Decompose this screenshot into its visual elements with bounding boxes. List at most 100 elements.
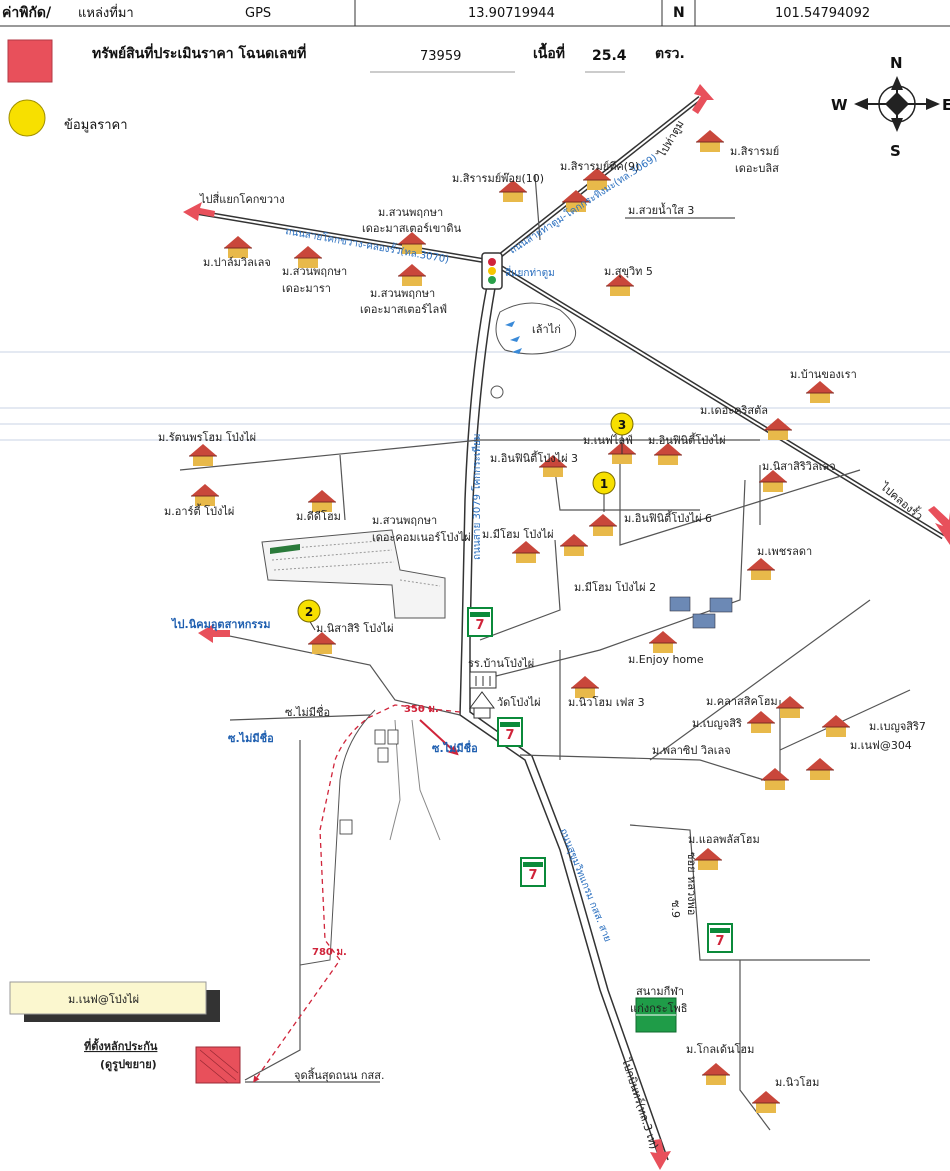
- compass-w: W: [831, 96, 848, 114]
- compass-n: N: [890, 54, 903, 72]
- traffic-light-icon: [481, 252, 503, 290]
- soi-label-2: ซ.ไม่มีชื่อ: [228, 730, 274, 745]
- svg-text:ม.ดีดีโฮม: ม.ดีดีโฮม: [296, 509, 341, 523]
- temple-icon: [469, 691, 495, 719]
- deed-number: 73959: [420, 49, 461, 64]
- lake-label: เล้าไก่: [532, 323, 561, 336]
- distance-780: 780 ม.: [312, 947, 347, 958]
- road-label-to-kokkwang: ไปสี่แยกโคกขวาง: [199, 191, 285, 206]
- svg-text:เดอะมาสเตอร์ไลฟ์: เดอะมาสเตอร์ไลฟ์: [360, 303, 447, 316]
- area-label: เนื้อที่: [533, 42, 565, 62]
- roads: [0, 84, 950, 1170]
- price-info-label: ข้อมูลราคา: [64, 118, 128, 133]
- seven-eleven-icon: [707, 923, 733, 953]
- coord-label: ค่าพิกัด/: [2, 5, 52, 21]
- svg-text:ม.Enjoy home: ม.Enjoy home: [628, 653, 704, 666]
- price-marker-2: 2: [297, 599, 321, 631]
- svg-text:ม.สิรารมย์: ม.สิรารมย์: [730, 145, 779, 158]
- svg-text:ม.เบญจสิริ7: ม.เบญจสิริ7: [869, 720, 926, 733]
- svg-text:ม.อินฟินิตี้โป่งไผ่ 6: ม.อินฟินิตี้โป่งไผ่ 6: [624, 510, 712, 525]
- subject-legend: ม.เนฟ@โป่งไผ่ ที่ตั้งหลักประกัน (ดูรูปขย…: [9, 981, 241, 1084]
- svg-text:3: 3: [618, 418, 626, 432]
- svg-text:ม.เดอะคริสตัล: ม.เดอะคริสตัล: [700, 404, 768, 417]
- distance-350: 350 ม.: [404, 704, 439, 715]
- asset-legend-swatch: [7, 39, 53, 83]
- soi-label-1: ซ.ไม่มีชื่อ: [285, 704, 330, 719]
- svg-text:ม.มีโฮม โป่งไผ่: ม.มีโฮม โป่งไผ่: [482, 527, 554, 541]
- price-marker-1: 1: [592, 471, 616, 512]
- row-buildings: [339, 729, 399, 835]
- asset-label: ทรัพย์สินที่ประเมินราคา โฉนดเลขที่: [92, 43, 306, 62]
- price-legend-marker: [8, 99, 46, 137]
- svg-text:ม.รัตนพรโฮม โป่งไผ่: ม.รัตนพรโฮม โป่งไผ่: [158, 430, 256, 444]
- svg-text:ม.แอลพลัสโฮม: ม.แอลพลัสโฮม: [688, 832, 760, 846]
- road-label-south: ถนนสุขุมวิทแกรม กสส. สาย: [557, 827, 613, 944]
- asset-legend-row: ทรัพย์สินที่ประเมินราคา โฉนดเลขที่ 73959…: [7, 39, 685, 83]
- svg-text:เดอะคอมเนอร์โป่งไผ่: เดอะคอมเนอร์โป่งไผ่: [372, 530, 471, 544]
- lat-dir: N: [673, 5, 685, 21]
- school-icon: [469, 671, 497, 689]
- svg-text:ม.คลาสสิคโฮม: ม.คลาสสิคโฮม: [706, 694, 778, 708]
- end-road-label: จุดสิ้นสุดถนน กสส.: [294, 1067, 384, 1082]
- compass-s: S: [890, 142, 901, 160]
- buildings-icon: [669, 596, 733, 629]
- svg-text:ม.สุขุวิท 5: ม.สุขุวิท 5: [604, 265, 653, 278]
- svg-text:ม.สิรารมย์ทีค(9): ม.สิรารมย์ทีค(9): [560, 160, 639, 173]
- road-label-to-top: ไปท่าตูม: [655, 118, 687, 160]
- svg-text:ม.บ้านของเรา: ม.บ้านของเรา: [790, 368, 857, 381]
- subject-name: ม.เนฟ@โป่งไผ่: [68, 992, 139, 1006]
- svg-text:ม.โกลเด้นโฮม: ม.โกลเด้นโฮม: [686, 1042, 754, 1056]
- stadium-label: สนามกีฬา: [636, 985, 684, 998]
- seven-eleven-icon: [467, 607, 493, 637]
- temple-label: วัดโป่งไผ่: [497, 695, 541, 709]
- svg-text:ม.นิวโฮม: ม.นิวโฮม: [775, 1075, 819, 1089]
- area-unit: ตรว.: [655, 46, 685, 62]
- svg-text:ม.อาร์ตี้ โป่งไผ่: ม.อาร์ตี้ โป่งไผ่: [164, 503, 234, 518]
- subject-location-sub: (ดูรูปขยาย): [100, 1058, 157, 1072]
- svg-text:ม.นิวโฮม เฟส 3: ม.นิวโฮม เฟส 3: [568, 695, 645, 709]
- svg-text:ม.เบญจสิริ: ม.เบญจสิริ: [692, 717, 742, 730]
- area-value: 25.4: [592, 48, 627, 64]
- svg-text:ม.มีโฮม โป่งไผ่ 2: ม.มีโฮม โป่งไผ่ 2: [574, 580, 656, 594]
- svg-text:เดอะบลิส: เดอะบลิส: [735, 162, 779, 175]
- seven-eleven-icon: [520, 857, 546, 887]
- subject-location-label: ที่ตั้งหลักประกัน: [84, 1038, 158, 1053]
- header-table: ค่าพิกัด/ แหล่งที่มา GPS 13.90719944 N 1…: [0, 0, 950, 27]
- svg-text:ม.พลาซิป วิลเลจ: ม.พลาซิป วิลเลจ: [652, 744, 731, 757]
- soi-phlu-label: ซอย หลวงพ่อ: [685, 852, 698, 915]
- svg-text:ม.สวนพฤกษา: ม.สวนพฤกษา: [282, 265, 347, 278]
- soi-label-3: ซ.ไม่มีชื่อ: [432, 740, 478, 755]
- svg-text:2: 2: [305, 605, 313, 619]
- compass-e: E: [942, 96, 950, 114]
- svg-text:ม.สิรารมย์พ๊อย(10): ม.สิรารมย์พ๊อย(10): [452, 172, 544, 185]
- sai3-label: ม.สวยน้ำใส 3: [628, 202, 694, 217]
- road-label-industrial: ไป.นิคมอุตสาหกรรม: [170, 617, 270, 632]
- seven-eleven-icon: [497, 717, 523, 747]
- svg-text:ม.สวนพฤกษา: ม.สวนพฤกษา: [372, 514, 437, 527]
- price-marker-3: 3: [610, 412, 634, 454]
- source-value: GPS: [245, 6, 271, 21]
- village-labels: ม.สิรารมย์พ๊อย(10) ม.สิรารมย์ทีค(9) ม.สิ…: [158, 145, 926, 1089]
- svg-text:ม.สวนพฤกษา: ม.สวนพฤกษา: [370, 287, 435, 300]
- svg-text:เดอะมาสเตอร์เขาดิน: เดอะมาสเตอร์เขาดิน: [362, 222, 462, 235]
- road-label-main: ถนนสาย 3079 โคกกระเทียม: [470, 434, 483, 560]
- lat-value: 13.90719944: [468, 6, 555, 21]
- svg-text:ม.เพชรลดา: ม.เพชรลดา: [757, 545, 812, 558]
- svg-text:1: 1: [600, 477, 608, 491]
- svg-text:ม.อินฟินิตี้โป่งไผ่: ม.อินฟินิตี้โป่งไผ่: [648, 432, 726, 447]
- school-label: รร.บ้านโป่งไผ่: [468, 656, 534, 670]
- road-label-to-bottom: ไปกบินทร์(ทล.3 เท): [619, 1056, 661, 1151]
- svg-text:ม.เนฟไลฟ์: ม.เนฟไลฟ์: [583, 434, 633, 447]
- svg-text:ม.ปาล์มวิลเลจ: ม.ปาล์มวิลเลจ: [203, 256, 271, 269]
- compass-rose: N S W E: [831, 54, 950, 160]
- svg-text:ม.สวนพฤกษา: ม.สวนพฤกษา: [378, 206, 443, 219]
- svg-text:ม.เนฟ@304: ม.เนฟ@304: [850, 739, 912, 752]
- junction-label: สี่แยกท่าตูม: [505, 265, 555, 279]
- svg-text:ม.อินฟินิตี้โป่งไผ่ 3: ม.อินฟินิตี้โป่งไผ่ 3: [490, 450, 578, 465]
- svg-text:ม.นิสาสิริวิลเลจ: ม.นิสาสิริวิลเลจ: [762, 460, 836, 473]
- housing-estate-block: [261, 529, 446, 619]
- svg-text:ม.นิสาสิริ โป่งไผ่: ม.นิสาสิริ โป่งไผ่: [316, 621, 394, 635]
- lon-value: 101.54794092: [775, 6, 870, 21]
- road-9-label: ซ.9: [669, 900, 682, 918]
- source-label: แหล่งที่มา: [78, 4, 134, 21]
